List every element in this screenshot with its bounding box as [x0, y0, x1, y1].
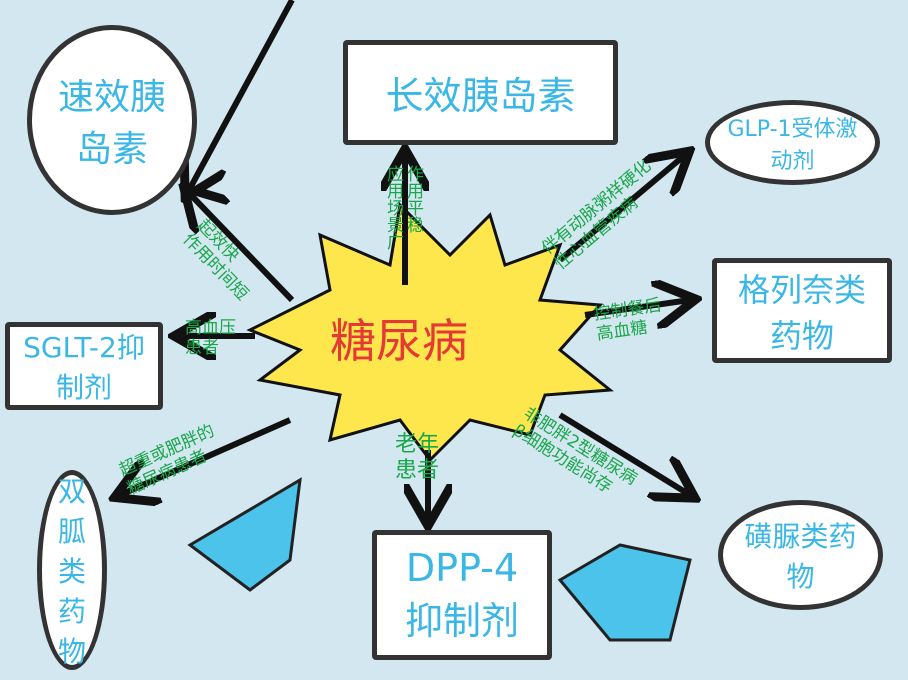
node-metformin[interactable]: 双胍类药物 — [37, 470, 107, 670]
node-label: 双胍类药物 — [57, 475, 86, 668]
node-rapid-insulin[interactable]: 速效胰岛素 — [27, 25, 197, 215]
node-long-insulin[interactable]: 长效胰岛素 — [343, 40, 618, 145]
node-glinide[interactable]: 格列奈类药物 — [712, 258, 892, 363]
center-title: 糖尿病 — [330, 314, 468, 368]
node-label: 速效胰岛素 — [57, 77, 166, 170]
node-label: DPP-4抑制剂 — [404, 545, 519, 643]
node-glp1[interactable]: GLP-1受体激动剂 — [705, 100, 880, 185]
label-long: 作用平稳应用场景广 — [383, 165, 423, 250]
paper-crane — [557, 543, 692, 642]
label-dpp4: 老年患者 — [395, 432, 440, 483]
node-label: SGLT-2抑制剂 — [23, 331, 145, 404]
node-dpp4[interactable]: DPP-4抑制剂 — [372, 530, 552, 660]
starburst — [246, 201, 614, 463]
paper-plane — [187, 477, 302, 592]
node-sulfonylurea[interactable]: 磺脲类药物 — [718, 500, 883, 610]
label-sglt2: 高血压患者 — [185, 318, 236, 358]
node-label: 磺脲类药物 — [744, 520, 857, 593]
node-label: 格列奈类药物 — [737, 270, 866, 355]
node-label: GLP-1受体激动剂 — [727, 116, 858, 174]
node-label: 长效胰岛素 — [385, 74, 576, 118]
node-sglt2[interactable]: SGLT-2抑制剂 — [5, 322, 163, 410]
